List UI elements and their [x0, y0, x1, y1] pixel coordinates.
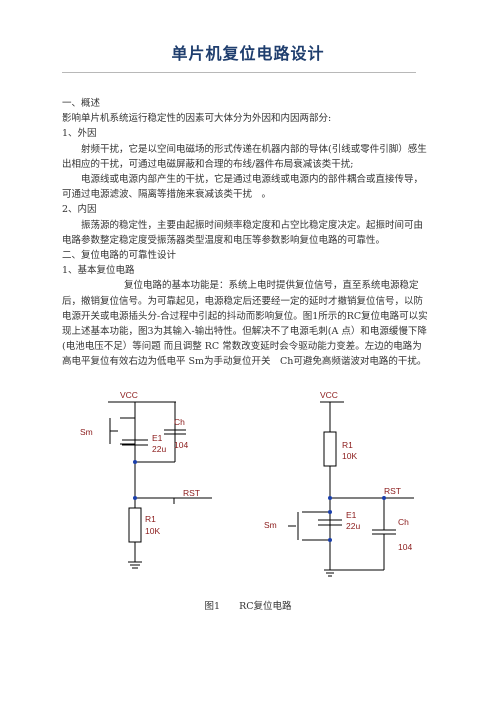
- left-e1-value: 22u: [152, 444, 166, 454]
- left-r1-value: 10K: [145, 526, 160, 536]
- right-rst-label: RST: [384, 486, 401, 496]
- left-switch-label: Sm: [80, 427, 93, 437]
- left-rst-label: RST: [183, 488, 200, 498]
- subheading-external: 1、外因: [62, 128, 97, 140]
- right-e1-value: 22u: [346, 521, 360, 531]
- left-r1-label: R1: [145, 514, 156, 524]
- paragraph-rf-interference: 射频干扰，它是以空间电磁场的形式传递在机器内部的导体(引线或零件引脚）感生出相应…: [62, 143, 427, 170]
- left-vcc-label: VCC: [120, 392, 138, 400]
- title-divider: [62, 72, 416, 73]
- section-heading-reliability: 二、复位电路的可靠性设计: [62, 250, 177, 262]
- right-r1-value: 10K: [342, 451, 357, 461]
- left-ch-value: 104: [174, 440, 188, 450]
- right-vcc-label: VCC: [320, 392, 338, 400]
- left-ch-label: Ch: [174, 417, 185, 427]
- right-ch-label: Ch: [398, 517, 409, 527]
- paragraph-basic-reset: 复位电路的基本功能是：系统上电时提供复位信号，直至系统电源稳定后，撤销复位信号。…: [62, 280, 428, 368]
- figure-number: 图1: [204, 601, 221, 612]
- paragraph-power-interference: 电源线或电源内部产生的干扰，它是通过电源线或电源内的部件耦合或直接传导，可通过电…: [62, 174, 424, 201]
- figure-caption: 图1 RC复位电路: [0, 598, 496, 612]
- right-e1-label: E1: [346, 510, 357, 520]
- right-ch-value: 104: [398, 542, 412, 552]
- paragraph-intro: 影响单片机系统运行稳定性的因素可大体分为外因和内因两部分:: [62, 113, 332, 125]
- paragraph-oscillator: 振荡源的稳定性，主要由起振时间频率稳定度和占空比稳定度决定。起振时间可由电路参数…: [62, 219, 424, 246]
- right-switch-label: Sm: [264, 520, 277, 530]
- subheading-basic-reset: 1、基本复位电路: [62, 265, 135, 277]
- page-title: 单片机复位电路设计: [171, 44, 325, 63]
- rc-reset-circuit-figure: VCC Sm E1 22u Ch 104 RST R1 10K VCC R1 1…: [80, 392, 414, 577]
- section-heading-overview: 一、概述: [62, 98, 101, 109]
- left-e1-label: E1: [152, 433, 163, 443]
- body-text: 一、概述 影响单片机系统运行稳定性的因素可大体分为外因和内因两部分: 1、外因 …: [62, 96, 430, 370]
- right-r1-label: R1: [342, 440, 353, 450]
- subheading-internal: 2、内因: [62, 204, 97, 216]
- figure-title: RC复位电路: [239, 601, 292, 612]
